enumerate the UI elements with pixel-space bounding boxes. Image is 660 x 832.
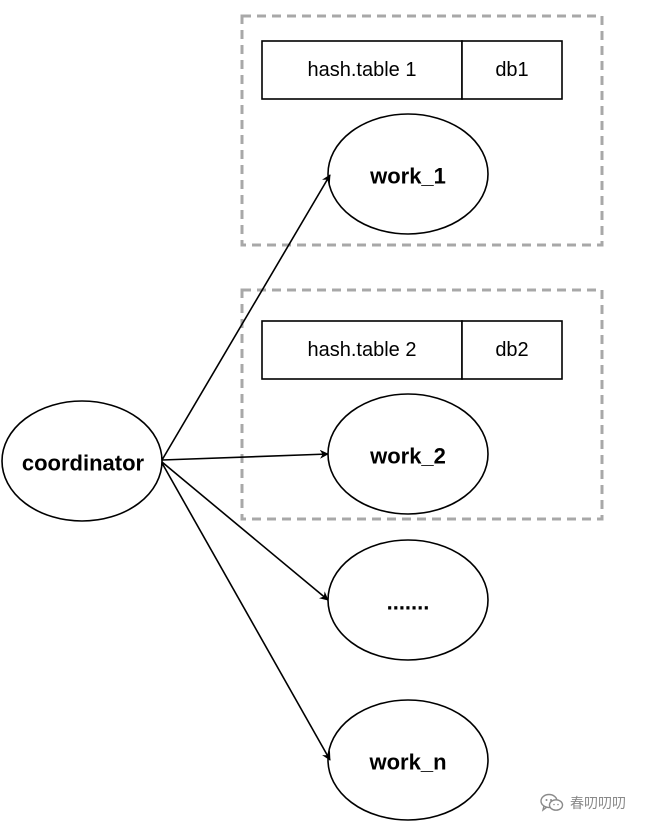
- ellipsis-node-group: .......: [327, 539, 489, 661]
- group-1-dashed-border: [240, 14, 604, 247]
- work-1-label: work_1: [369, 164, 446, 189]
- group-2: hash.table 2 db2 work_2: [240, 288, 604, 521]
- wechat-icon: [540, 793, 564, 813]
- db2-label: db2: [495, 339, 528, 361]
- watermark-text: 春叨叨叨: [570, 796, 626, 812]
- work-2-label: work_2: [369, 444, 446, 469]
- coordinator-node-group: coordinator: [1, 400, 163, 522]
- arrow-coordinator-to-work-1: [161, 174, 331, 461]
- coordinator-label: coordinator: [22, 451, 145, 476]
- coordinator-node: [1, 400, 163, 522]
- hash-table-1-label: hash.table 1: [308, 59, 417, 81]
- ellipsis-label: .......: [387, 590, 430, 615]
- group-2-dashed-border: [240, 288, 604, 521]
- db1-label: db1: [495, 59, 528, 81]
- arrow-coordinator-to-ellipsis: [161, 461, 329, 601]
- work-1-node: [327, 113, 489, 235]
- arrow-coordinator-to-work-2: [161, 449, 329, 461]
- hash-table-2-label: hash.table 2: [308, 339, 417, 361]
- work-n-node-group: work_n: [327, 699, 489, 821]
- group-1: hash.table 1 db1 work_1: [240, 14, 604, 247]
- watermark: 春叨叨叨: [540, 792, 626, 814]
- work-n-label: work_n: [368, 750, 446, 775]
- hash-table-1-cell: [261, 40, 463, 100]
- arrow-coordinator-to-work-n: [161, 462, 331, 761]
- db1-cell: [461, 40, 563, 100]
- db2-cell: [461, 320, 563, 380]
